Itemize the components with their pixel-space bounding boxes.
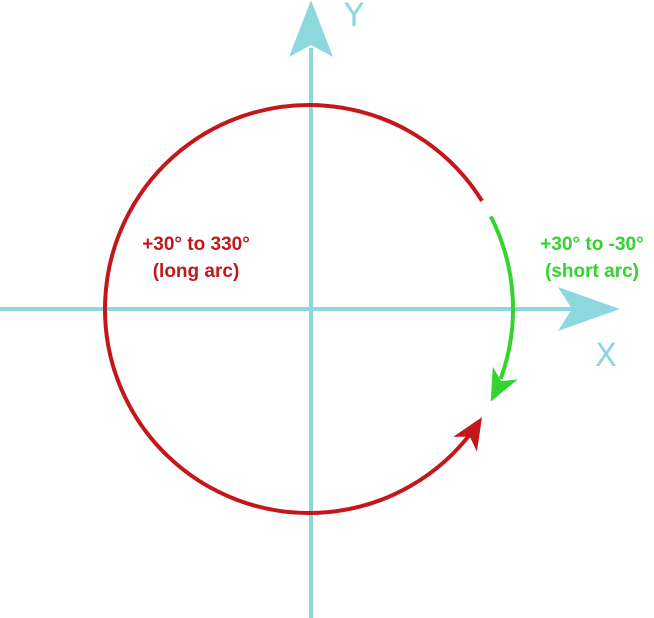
y-axis-label: Y (343, 0, 364, 34)
long-arc-arrowhead (453, 417, 482, 452)
long-arc-path (103, 103, 484, 516)
short-arc-label-line1: +30° to -30° (540, 234, 643, 255)
x-axis-label: X (595, 336, 617, 374)
short-arc-path (488, 215, 515, 380)
short-arc-label-line2: (short arc) (545, 261, 639, 282)
short-arc-arrowhead (490, 366, 518, 402)
x-axis-arrowhead (558, 287, 620, 331)
long-arc-label-line2: (long arc) (153, 261, 240, 282)
y-axis-arrowhead (289, 0, 333, 57)
long-arc-label-line1: +30° to 330° (142, 234, 250, 255)
